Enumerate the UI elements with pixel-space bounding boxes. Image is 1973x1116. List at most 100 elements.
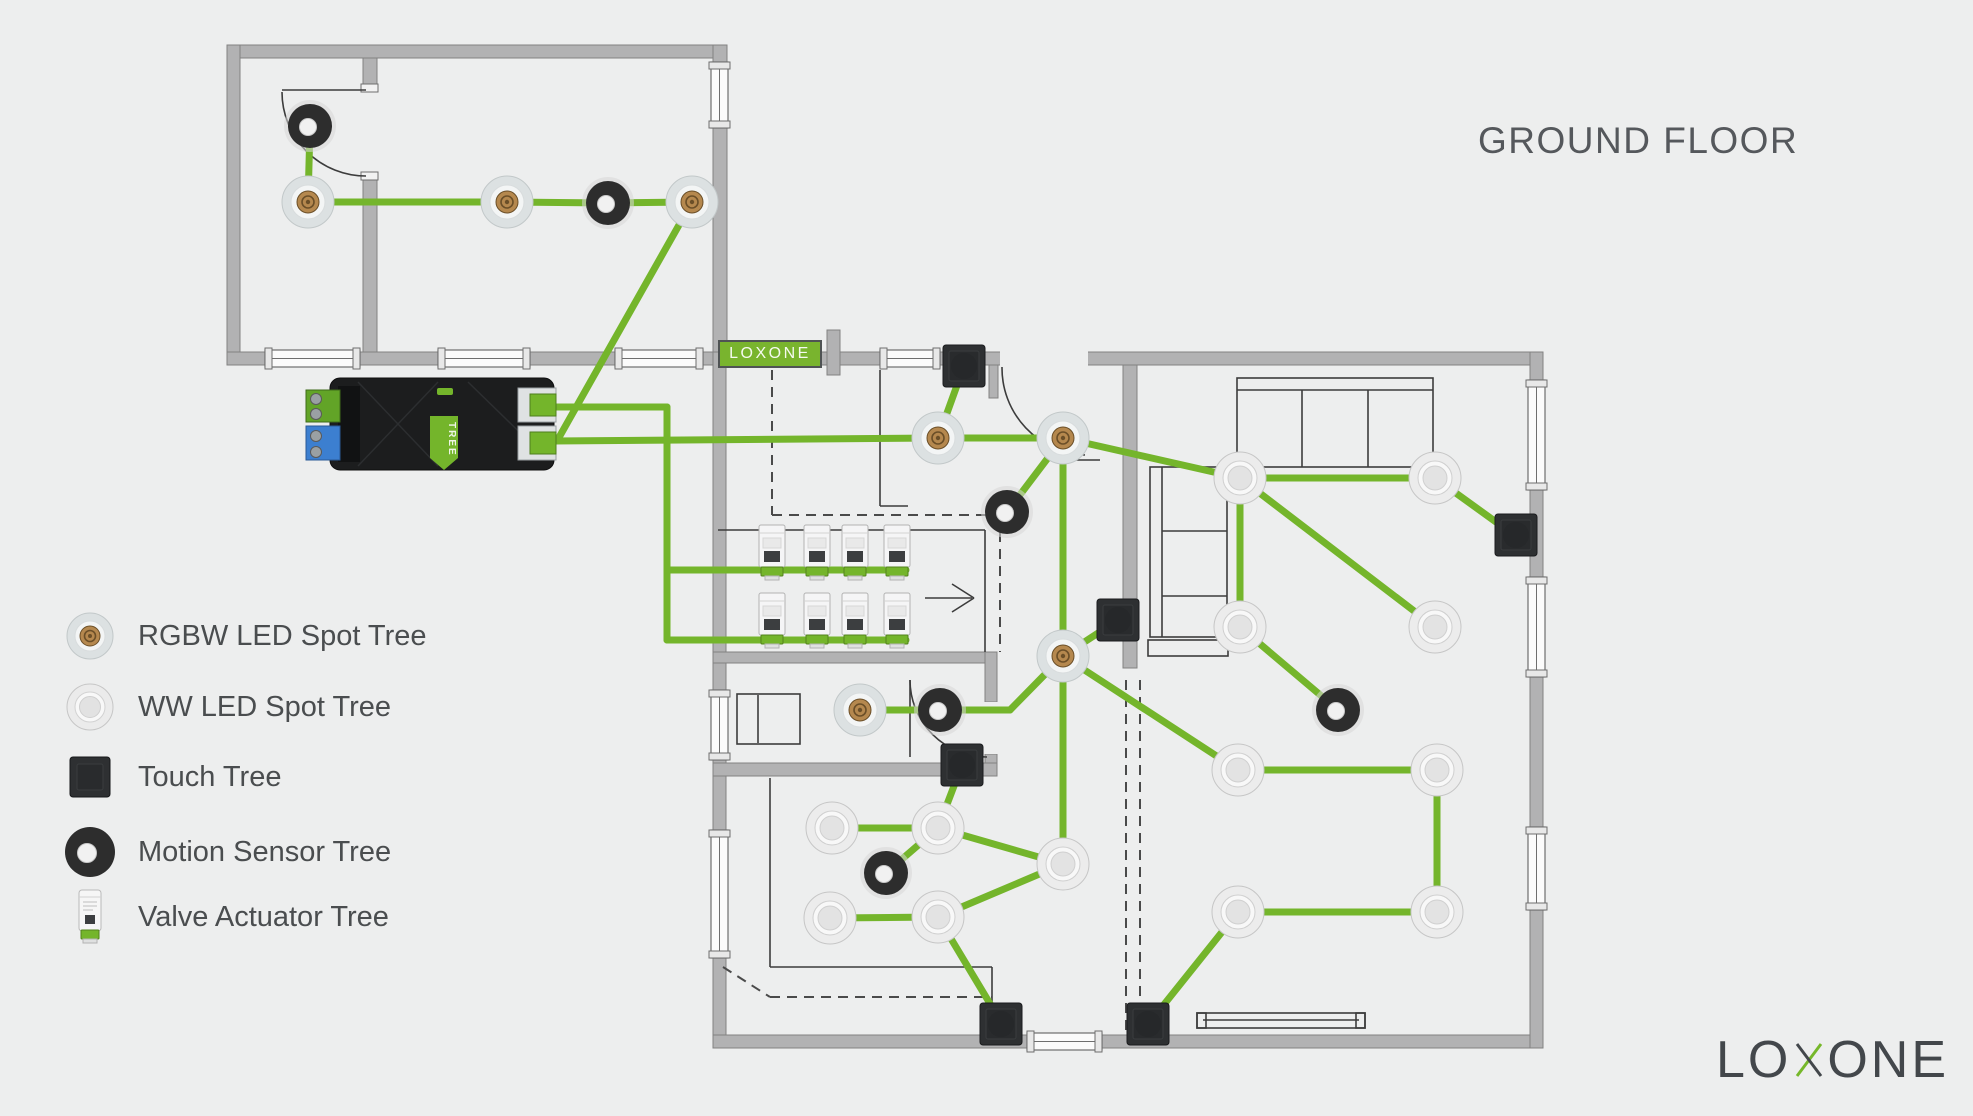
motion-sensor-lens [299,118,317,136]
legend-item-ww-led-spot: WW LED Spot Tree [58,679,391,735]
tree-plug [529,393,557,417]
window-cap [932,347,941,370]
plan-line [951,583,975,599]
window-cap [695,347,704,370]
tree-cable [549,434,942,445]
ww-led-spot-lamp [819,815,845,841]
logo-text-one: ONE [1827,1031,1949,1089]
wall [826,329,841,376]
window-cap [614,347,623,370]
valve-actuator-foot [889,643,905,649]
valve-actuator-foot [889,575,905,581]
terminal-screw [310,430,322,442]
window-cap [708,950,731,959]
dashed-line [722,966,771,998]
valve-actuator-foot [809,643,825,649]
valve-actuator-base [760,634,784,645]
rgbw-led-spot-lamp [685,195,699,209]
rgbw-led-spot-lamp [935,435,941,441]
valve-actuator-foot [764,643,780,649]
valve-actuator-label [887,605,907,617]
window-cap [437,347,446,370]
valve-actuator-label [845,537,865,549]
wall [226,44,728,59]
valve-actuator-foot [809,575,825,581]
tree-extension-clamp [338,386,360,462]
ww-led-spot-lamp [1050,851,1076,877]
legend-label: Motion Sensor Tree [138,835,392,868]
window-cap [352,347,361,370]
legend-label: Valve Actuator Tree [138,900,389,933]
legend-label: WW LED Spot Tree [138,690,392,723]
valve-actuator-label [762,537,782,549]
tree-plug [529,431,557,455]
touch-tree-icon [58,753,122,801]
wall [1122,639,1138,669]
legend-item-valve-actuator: Valve Actuator Tree [58,889,389,945]
terminal-screw [310,393,322,405]
valve-actuator-label [762,605,782,617]
ww-led-spot-lamp [1225,757,1251,783]
window-cap [1094,1030,1103,1053]
tree-tag-label: TREE [446,422,457,457]
window-cap [708,61,731,70]
touch-tree-face-circle [949,752,975,778]
rgbw-led-spot-lamp [689,199,695,205]
terminal-screw [310,446,322,458]
window-cap [522,347,531,370]
wall [712,762,998,777]
wall [988,364,999,399]
valve-actuator-foot [847,643,863,649]
ww-led-spot-lamp [1422,614,1448,640]
ww-led-spot-lamp [1424,757,1450,783]
rgbw-led-spot-lamp [1056,649,1070,663]
valve-actuator-label [807,537,827,549]
furniture [1147,639,1229,657]
plan-line [951,597,975,613]
window-cap [264,347,273,370]
valve-actuator-window [809,619,825,630]
rgbw-led-spot-lamp [301,195,315,209]
touch-tree-face-circle [1135,1011,1161,1037]
rgbw-led-spot-lamp [1060,435,1066,441]
tree-tag [430,416,458,470]
valve-actuator-base [885,566,909,577]
valve-actuator-window [889,619,905,630]
valve-actuator-foot [847,575,863,581]
logo-text-lo: LO [1715,1031,1792,1089]
ww-led-spot-lamp [817,905,843,931]
window-cap [879,347,888,370]
touch-tree-face-circle [1503,522,1529,548]
window-cap [708,689,731,698]
ww-led-spot-lamp [925,815,951,841]
window-cap [1525,576,1548,585]
wall-opening [361,92,379,172]
valve-actuator-icon [58,888,122,946]
tree-led [437,388,453,395]
motion-sensor-lens [597,195,615,213]
tree-cable [553,198,696,445]
legend-label: Touch Tree [138,760,282,793]
ww-led-spot-lamp [1424,899,1450,925]
touch-tree-face-circle [951,353,977,379]
touch-tree-face-circle [988,1011,1014,1037]
ww-led-spot-icon [58,681,122,733]
window-cap [708,829,731,838]
wall [712,651,998,664]
valve-actuator-label [845,605,865,617]
terminal-screw [310,408,322,420]
furniture [1236,377,1434,468]
miniserver-box: LOXONE [718,340,822,368]
motion-sensor-lens [1327,702,1345,720]
tree-cable [1059,652,1242,774]
tree-extension-facet [357,381,439,467]
rgbw-led-spot-lamp [1060,653,1066,659]
motion-sensor-lens [929,702,947,720]
rgbw-led-spot-lamp [931,431,945,445]
furniture [736,693,801,745]
legend-item-rgbw-led-spot: RGBW LED Spot Tree [58,608,427,664]
legend: RGBW LED Spot Tree WW LED Spot Tree Touc… [58,602,558,962]
loxone-logo: LO ONE [1716,1034,1949,1086]
